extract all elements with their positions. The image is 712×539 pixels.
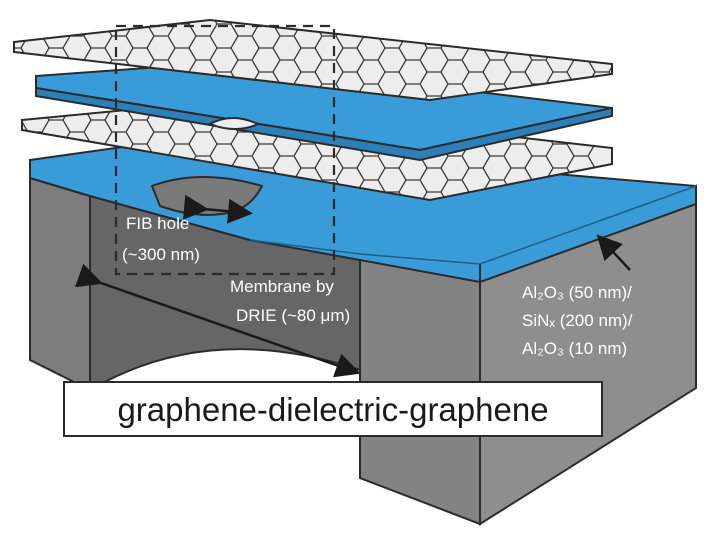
dashed-highlight-box xyxy=(114,24,336,276)
fib-hole-label: FIB hole xyxy=(126,214,189,233)
stack-label-line2: SiNₓ (200 nm)/ xyxy=(522,311,633,330)
caption-text: graphene-dielectric-graphene xyxy=(117,391,548,428)
graphene-sheet-top xyxy=(13,18,613,102)
membrane-label: Membrane by xyxy=(230,277,334,296)
stack-label-line3: Al₂O₃ (10 nm) xyxy=(522,339,627,358)
stack-pointer-arrow xyxy=(596,234,631,271)
membrane-depth-label: DRIE (~80 μm) xyxy=(236,306,350,325)
caption-box: graphene-dielectric-graphene xyxy=(63,381,603,437)
fib-hole-arrow xyxy=(182,194,253,224)
fib-hole-middle xyxy=(207,117,261,130)
stack-label-line1: Al₂O₃ (50 nm)/ xyxy=(522,283,632,302)
membrane-arrow xyxy=(74,263,361,378)
fib-hole-size-label: (~300 nm) xyxy=(122,245,200,264)
